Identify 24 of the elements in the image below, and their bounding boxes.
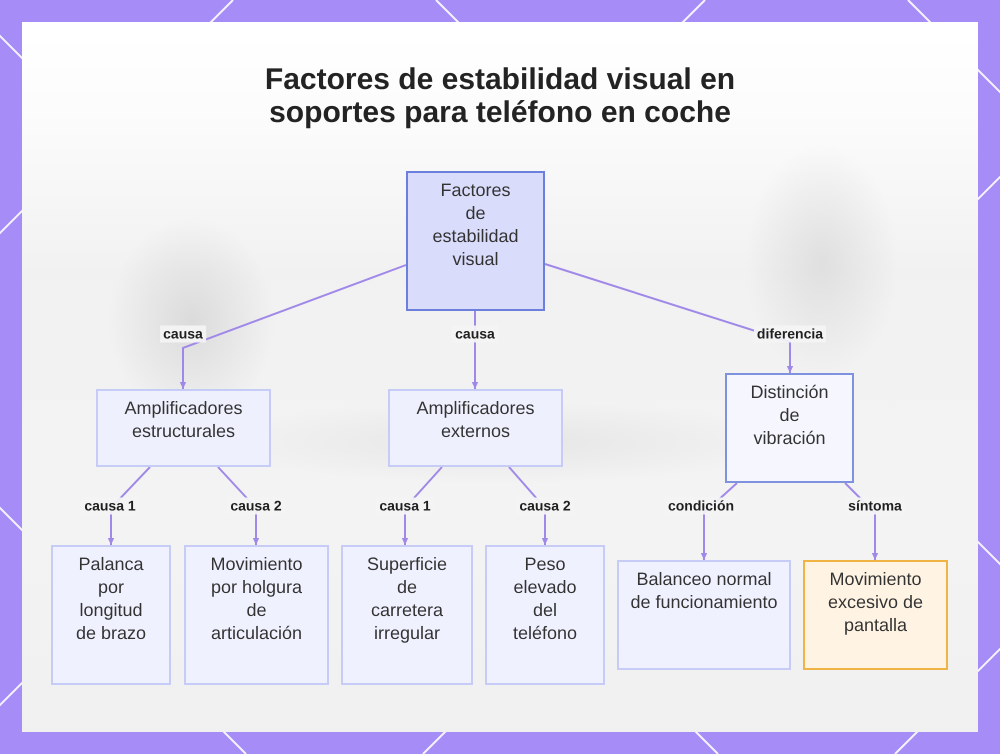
concept-box <box>617 560 791 670</box>
concept-box <box>406 171 545 311</box>
concept-box <box>184 545 329 685</box>
concept-label: Factores de estabilidad visual <box>431 179 520 271</box>
concept-label: Amplificadores externos <box>415 397 536 443</box>
concept-box <box>485 545 605 685</box>
concept-label: Movimiento excesivo de pantalla <box>826 568 924 637</box>
diagram-title: Factores de estabilidad visual en soportes para teléfono en coche <box>264 63 736 129</box>
concept-label: Balanceo normal de funcionamiento <box>629 568 779 614</box>
concept-label: Palanca por longitud de brazo <box>74 553 148 645</box>
highlighted-concept-box <box>803 560 948 670</box>
arrow <box>180 264 406 389</box>
concept-label: Movimiento por holgura de articulación <box>209 553 304 645</box>
concept-box <box>388 389 563 467</box>
concept-label: Superficie de carretera irregular <box>366 553 448 645</box>
concept-box <box>725 373 854 483</box>
concept-box <box>341 545 473 685</box>
concept-label: Peso elevado del teléfono <box>512 553 578 645</box>
edge-label: causa <box>160 326 206 342</box>
concept-label: Amplificadores estructurales <box>123 397 244 443</box>
concept-box <box>51 545 171 685</box>
concept-box <box>96 389 271 467</box>
edge-label: diferencia <box>754 326 826 342</box>
concept-label: Distinción de vibración <box>749 381 830 450</box>
